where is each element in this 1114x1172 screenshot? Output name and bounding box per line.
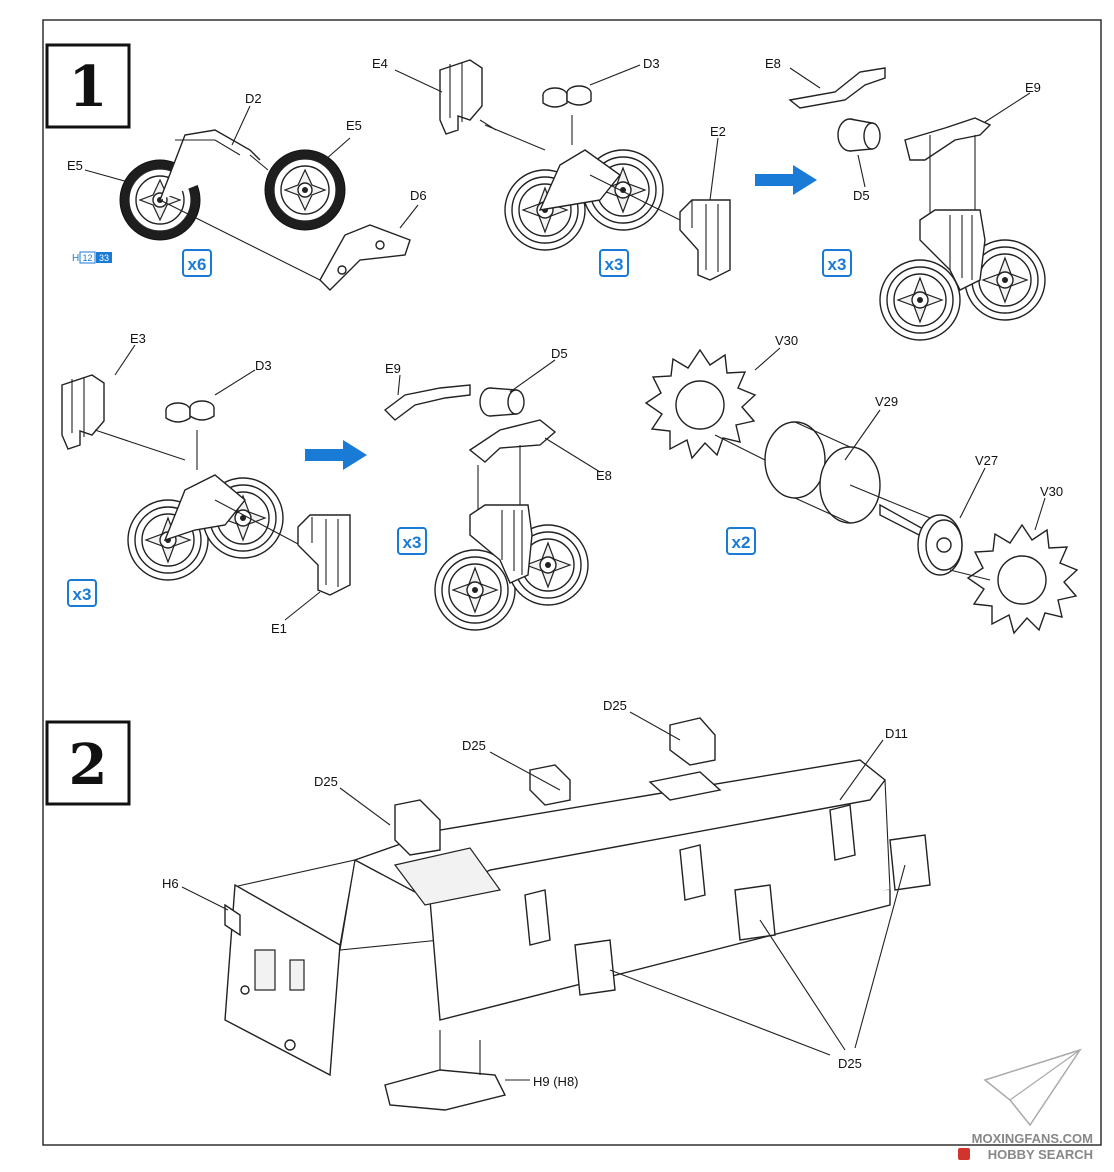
label-d25-left: D25 [314,774,338,789]
label-e3: E3 [130,331,146,346]
part-e8 [788,67,886,109]
step-2-number: 2 [69,732,108,798]
hull-assembly: D25 D11 D25 D25 H6 H9 (H8) D25 [162,698,931,1111]
label-e8-e: E8 [596,468,612,483]
label-d6: D6 [410,188,427,203]
label-d25-top: D25 [603,698,627,713]
label-d11: D11 [885,726,908,741]
svg-text:x3: x3 [605,255,624,274]
page-frame [42,19,1102,1146]
subassembly-b: E4 D3 E2 x3 [372,56,731,281]
page-ref-prefix: H [72,253,79,264]
page-ref: H 12 33 [72,251,112,264]
subassembly-c: E8 E9 D5 x3 [765,56,1046,341]
label-e9-e: E9 [385,361,401,376]
label-d3: D3 [643,56,660,71]
svg-text:x3: x3 [73,585,92,604]
svg-text:x2: x2 [732,533,751,552]
arm-d6 [319,224,411,291]
label-h6: H6 [162,876,179,891]
part-e9-e [383,384,471,421]
label-d5: D5 [853,188,870,203]
label-e5-left: E5 [67,158,83,173]
watermark-site: MOXINGFANS.COM [972,1131,1093,1146]
step-1-number: 1 [69,54,108,120]
label-h9: H9 (H8) [533,1074,579,1089]
watermark: MOXINGFANS.COM HOBBY SEARCH [958,1048,1093,1162]
label-v30-top: V30 [775,333,798,348]
subassembly-e: E9 D5 E8 x3 [383,346,612,631]
step-1-badge: 1 [45,43,131,129]
label-d2: D2 [245,91,262,106]
multiplier-f: x2 [726,527,756,555]
drum-v29 [764,421,881,524]
multiplier-x6: x6 [182,249,212,277]
label-d5-e: D5 [551,346,568,361]
label-e1: E1 [271,621,287,636]
svg-text:x3: x3 [403,533,422,552]
hobby-search-logo [958,1148,970,1160]
wheel-c-left [879,259,961,341]
label-v30-bottom: V30 [1040,484,1063,499]
flow-arrow-1 [755,165,817,195]
svg-text:x6: x6 [188,255,207,274]
part-e8-e [468,419,557,463]
label-d3: D3 [255,358,272,373]
multiplier-c: x3 [822,249,852,277]
sprocket-v30-top [645,349,756,459]
flow-arrow-2 [305,440,367,470]
subassembly-f: V30 V29 V27 V30 x2 [645,333,1078,634]
svg-text:x3: x3 [828,255,847,274]
page-ref-number-1: 12 [82,253,92,263]
page-ref-number-2: 33 [99,253,109,263]
bracket-row [394,717,931,996]
step-2-badge: 2 [45,720,131,806]
tire-right [264,149,346,231]
watermark-brand: HOBBY SEARCH [988,1147,1093,1162]
part-e9 [904,117,992,161]
subassembly-a: D2 E5 E5 D6 H 12 33 x6 [67,91,427,291]
multiplier-b: x3 [599,249,629,277]
label-e9: E9 [1025,80,1041,95]
hub-v27 [917,514,963,576]
multiplier-d: x3 [67,579,97,607]
label-d25-bottom: D25 [838,1056,862,1071]
label-e2: E2 [710,124,726,139]
label-e8: E8 [765,56,781,71]
floor-plate-h9 [384,1069,507,1111]
label-e4: E4 [372,56,388,71]
arm-d2 [159,129,261,201]
label-e5-right: E5 [346,118,362,133]
label-v27: V27 [975,453,998,468]
multiplier-e: x3 [397,527,427,555]
subassembly-d: E3 D3 E1 x3 [61,331,351,636]
label-d25-mid: D25 [462,738,486,753]
label-v29: V29 [875,394,898,409]
